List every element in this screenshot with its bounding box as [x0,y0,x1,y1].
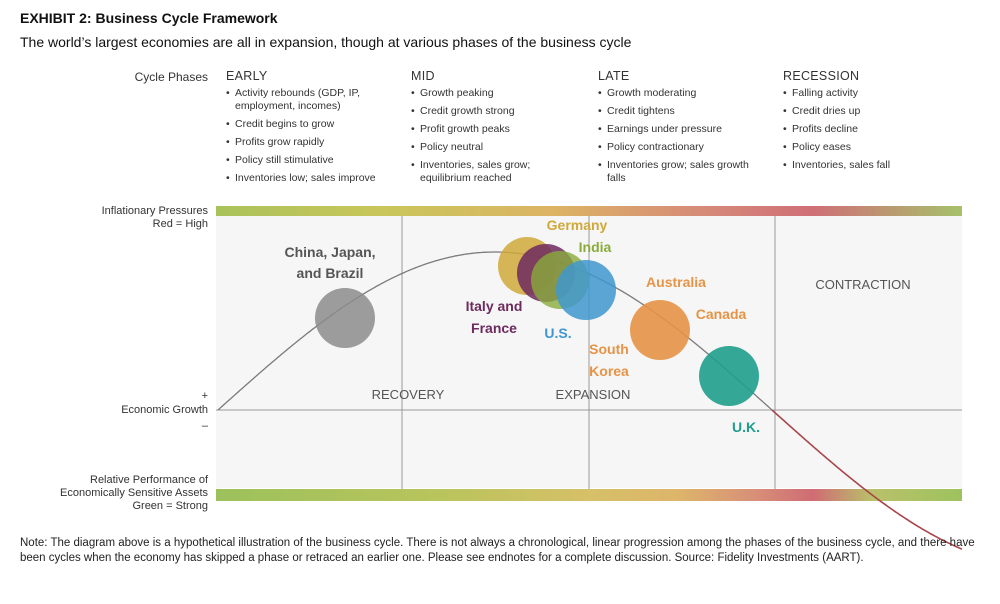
phase-column-early: EARLY Activity rebounds (GDP, IP, employ… [226,69,396,190]
growth-plus-sign: + [201,390,208,402]
phase-bullet: Growth peaking [411,87,571,100]
phase-bullet: Profits decline [783,123,953,136]
performance-gradient-bar [216,489,962,501]
zone-label-recovery: RECOVERY [372,387,445,402]
exhibit-subtitle: The world’s largest economies are all in… [20,34,632,50]
phase-bullet: Credit begins to grow [226,118,396,131]
phase-bullets-late: Growth moderating Credit tightens Earnin… [598,87,763,185]
performance-label: Relative Performance of Economically Sen… [60,474,208,513]
phase-bullet: Policy still stimulative [226,154,396,167]
phase-bullets-early: Activity rebounds (GDP, IP, employment, … [226,87,396,185]
phase-bullet: Growth moderating [598,87,763,100]
zone-label-expansion: EXPANSION [556,387,631,402]
inflation-label-line2: Red = High [152,218,208,230]
phase-bullets-recession: Falling activity Credit dries up Profits… [783,87,953,172]
growth-minus-sign: – [201,420,208,432]
label-india: India [579,239,612,255]
inflation-label: Inflationary Pressures Red = High [102,205,208,231]
phase-name-late: LATE [598,69,630,83]
label-china-japan-line2: and Brazil [297,265,364,281]
phase-bullet: Falling activity [783,87,953,100]
phase-name-mid: MID [411,69,435,83]
phase-name-early: EARLY [226,69,268,83]
cycle-phases-label: Cycle Phases [134,70,208,84]
phase-bullet: Policy eases [783,141,953,154]
phase-bullet: Activity rebounds (GDP, IP, employment, … [226,87,396,113]
phase-column-late: LATE Growth moderating Credit tightens E… [598,69,763,190]
phase-column-mid: MID Growth peaking Credit growth strong … [411,69,571,190]
exhibit-title: EXHIBIT 2: Business Cycle Framework [20,10,278,26]
inflation-gradient-bar [216,206,962,216]
phase-column-recession: RECESSION Falling activity Credit dries … [783,69,953,177]
phase-bullet: Earnings under pressure [598,123,763,136]
performance-label-line2: Economically Sensitive Assets [60,487,208,499]
zone-label-contraction: CONTRACTION [815,277,910,292]
phase-bullet: Inventories, sales fall [783,159,953,172]
phase-bullet: Policy contractionary [598,141,763,154]
phase-bullets-mid: Growth peaking Credit growth strong Prof… [411,87,571,185]
phase-bullet: Inventories grow; sales growth falls [598,159,763,185]
label-us: U.S. [544,325,571,341]
inflation-label-line1: Inflationary Pressures [101,205,208,217]
label-australia: Australia [646,274,706,290]
label-south-korea-line2: Korea [589,363,629,379]
bubble-china-japan-brazil [315,288,375,348]
phase-bullet: Credit growth strong [411,105,571,118]
economic-growth-label: Economic Growth [121,404,208,416]
performance-label-line1: Relative Performance of [90,474,208,486]
phase-bullet: Credit tightens [598,105,763,118]
label-italy-france-line1: Italy and [466,298,523,314]
phase-bullet: Profits grow rapidly [226,136,396,149]
label-uk: U.K. [732,419,760,435]
performance-label-line3: Green = Strong [132,500,208,512]
phase-bullet: Inventories low; sales improve [226,172,396,185]
phase-bullet: Inventories, sales grow; equilibrium rea… [411,159,571,185]
label-italy-france-line2: France [471,320,517,336]
phase-bullet: Profit growth peaks [411,123,571,136]
bubble-south-korea [630,300,690,360]
bubble-uk [699,346,759,406]
phase-bullet: Policy neutral [411,141,571,154]
label-germany: Germany [547,217,608,233]
bubble-us [556,260,616,320]
cycle-curve-negative [771,409,963,550]
label-south-korea-line1: South [589,341,629,357]
label-canada: Canada [696,306,747,322]
label-china-japan-line1: China, Japan, [284,244,375,260]
footnote: Note: The diagram above is a hypothetica… [20,537,975,564]
phase-bullet: Credit dries up [783,105,953,118]
phase-name-recession: RECESSION [783,69,860,83]
